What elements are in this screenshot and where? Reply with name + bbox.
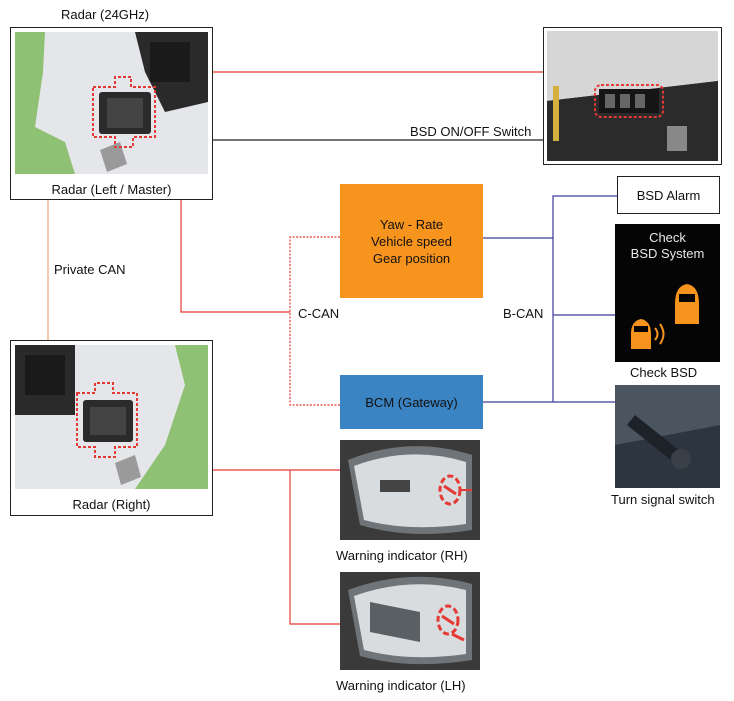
bcm-gateway-box: BCM (Gateway)	[340, 375, 483, 429]
radar-left-label: Radar (Left / Master)	[51, 182, 172, 197]
radar-left-frame: Radar (Left / Master)	[10, 27, 213, 200]
radar-left-photo	[15, 32, 208, 174]
yaw-rate-text: Yaw - Rate	[379, 216, 444, 232]
radar-right-photo	[15, 345, 208, 489]
warning-indicator-rh-label: Warning indicator (RH)	[336, 548, 468, 563]
check-bsd-cluster-display: Check BSD System	[615, 224, 720, 362]
wire-to-bsd-alarm	[552, 195, 617, 238]
warning-indicator-rh-photo	[340, 440, 480, 540]
radar-right-frame: Radar (Right)	[10, 340, 213, 516]
radar-right-label: Radar (Right)	[72, 497, 151, 512]
wire-to-warning-lh	[289, 470, 340, 625]
turn-signal-label: Turn signal switch	[611, 492, 715, 507]
turn-signal-switch-photo	[615, 385, 720, 488]
yaw-rate-speed-gear-box: Yaw - Rate Vehicle speed Gear position	[340, 184, 483, 298]
private-can-label: Private CAN	[54, 262, 126, 277]
gear-position-text: Gear position	[372, 250, 451, 266]
c-can-bus	[289, 236, 340, 406]
bsd-switch-photo	[547, 31, 718, 161]
bsd-switch-label: BSD ON/OFF Switch	[410, 124, 532, 139]
wire-radar-to-c-can	[180, 199, 290, 313]
b-can-label: B-CAN	[503, 306, 544, 321]
c-can-label: C-CAN	[298, 306, 340, 321]
bsd-switch-panel-frame	[543, 27, 722, 165]
cluster-line-bsd-system: BSD System	[630, 246, 705, 261]
radar-top-label: Radar (24GHz)	[61, 7, 150, 22]
warning-indicator-lh-photo	[340, 572, 480, 670]
vehicle-speed-text: Vehicle speed	[371, 233, 452, 249]
car-icon-near	[631, 319, 651, 349]
cluster-line-check: Check	[649, 230, 686, 245]
warning-indicator-lh-label: Warning indicator (LH)	[336, 678, 466, 693]
bsd-alarm-box: BSD Alarm	[617, 176, 720, 214]
check-bsd-label: Check BSD	[630, 365, 698, 380]
car-icon-far	[675, 284, 699, 324]
